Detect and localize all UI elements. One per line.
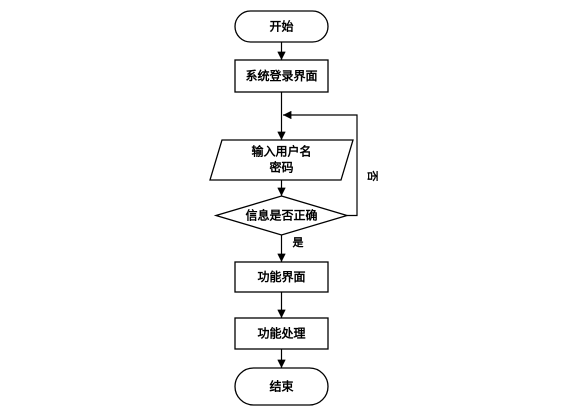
edge-label-yes: 是 bbox=[292, 236, 305, 249]
edge-label-no: 否 bbox=[366, 170, 379, 182]
decision-label: 信息是否正确 bbox=[245, 208, 317, 223]
login-screen-label: 系统登录界面 bbox=[245, 68, 317, 83]
end-node-label: 结束 bbox=[269, 379, 294, 394]
login-screen-node: 系统登录界面 bbox=[234, 59, 329, 93]
function-process-node: 功能处理 bbox=[234, 317, 329, 350]
function-process-label: 功能处理 bbox=[257, 326, 305, 341]
end-node: 结束 bbox=[234, 367, 329, 406]
start-node-label: 开始 bbox=[269, 19, 293, 34]
start-node: 开始 bbox=[234, 10, 329, 43]
function-screen-label: 功能界面 bbox=[257, 269, 305, 284]
function-screen-node: 功能界面 bbox=[234, 261, 329, 293]
input-credentials-label-line1: 输入用户名 bbox=[251, 144, 311, 159]
input-credentials-label-line2: 密码 bbox=[269, 160, 293, 175]
decision-node: 信息是否正确 bbox=[213, 195, 350, 236]
input-credentials-node: 输入用户名 密码 bbox=[209, 139, 354, 181]
connector-no-loop bbox=[283, 110, 358, 217]
